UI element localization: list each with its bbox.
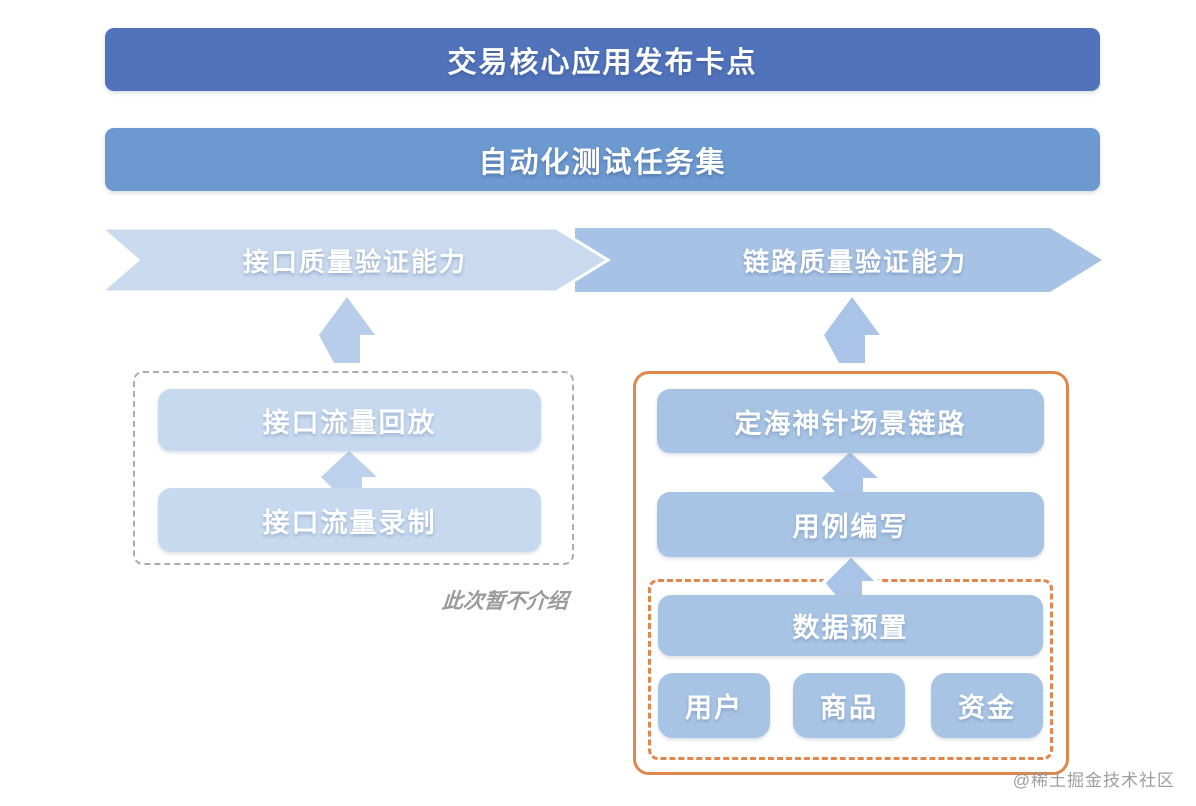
link-quality-banner-label: 链路质量验证能力 bbox=[742, 246, 967, 277]
traffic-record-label: 接口流量录制 bbox=[262, 507, 437, 538]
fund-label: 资金 bbox=[958, 693, 1016, 723]
test-taskset-bar: 自动化测试任务集 bbox=[105, 128, 1100, 191]
up-arrow-icon bbox=[820, 553, 882, 601]
up-arrow-icon bbox=[319, 297, 375, 363]
case-writing-label: 用例编写 bbox=[792, 512, 909, 542]
link-panel bbox=[633, 371, 1069, 775]
up-arrow-icon bbox=[321, 451, 377, 492]
traffic-playback-box: 接口流量回放 bbox=[158, 389, 541, 451]
release-gate-label: 交易核心应用发布卡点 bbox=[447, 46, 758, 79]
up-arrow-icon bbox=[824, 297, 880, 363]
test-taskset-label: 自动化测试任务集 bbox=[478, 146, 727, 179]
link-quality-banner-shape bbox=[575, 228, 1102, 292]
traffic-record-box: 接口流量录制 bbox=[158, 488, 541, 552]
not-covered-note: 此次暂不介绍 bbox=[441, 590, 569, 613]
goods-label: 商品 bbox=[820, 693, 878, 723]
data-preset-box: 数据预置 bbox=[658, 595, 1043, 656]
dinghai-scenario-box: 定海神针场景链路 bbox=[657, 389, 1044, 453]
up-arrow-icon bbox=[822, 452, 878, 494]
interface-quality-banner-label: 接口质量验证能力 bbox=[242, 246, 467, 277]
traffic-playback-label: 接口流量回放 bbox=[262, 407, 437, 438]
interface-panel bbox=[133, 371, 574, 565]
fund-box: 资金 bbox=[931, 673, 1043, 738]
case-writing-box: 用例编写 bbox=[657, 492, 1044, 557]
interface-quality-banner-shape bbox=[98, 226, 611, 294]
user-box: 用户 bbox=[658, 673, 770, 738]
release-gate-bar: 交易核心应用发布卡点 bbox=[105, 28, 1100, 91]
user-label: 用户 bbox=[685, 693, 743, 723]
dinghai-scenario-label: 定海神针场景链路 bbox=[734, 408, 967, 439]
capability-banners bbox=[98, 226, 1102, 294]
goods-box: 商品 bbox=[793, 673, 905, 738]
data-preset-label: 数据预置 bbox=[792, 613, 909, 643]
watermark: @稀土掘金技术社区 bbox=[1012, 771, 1175, 790]
